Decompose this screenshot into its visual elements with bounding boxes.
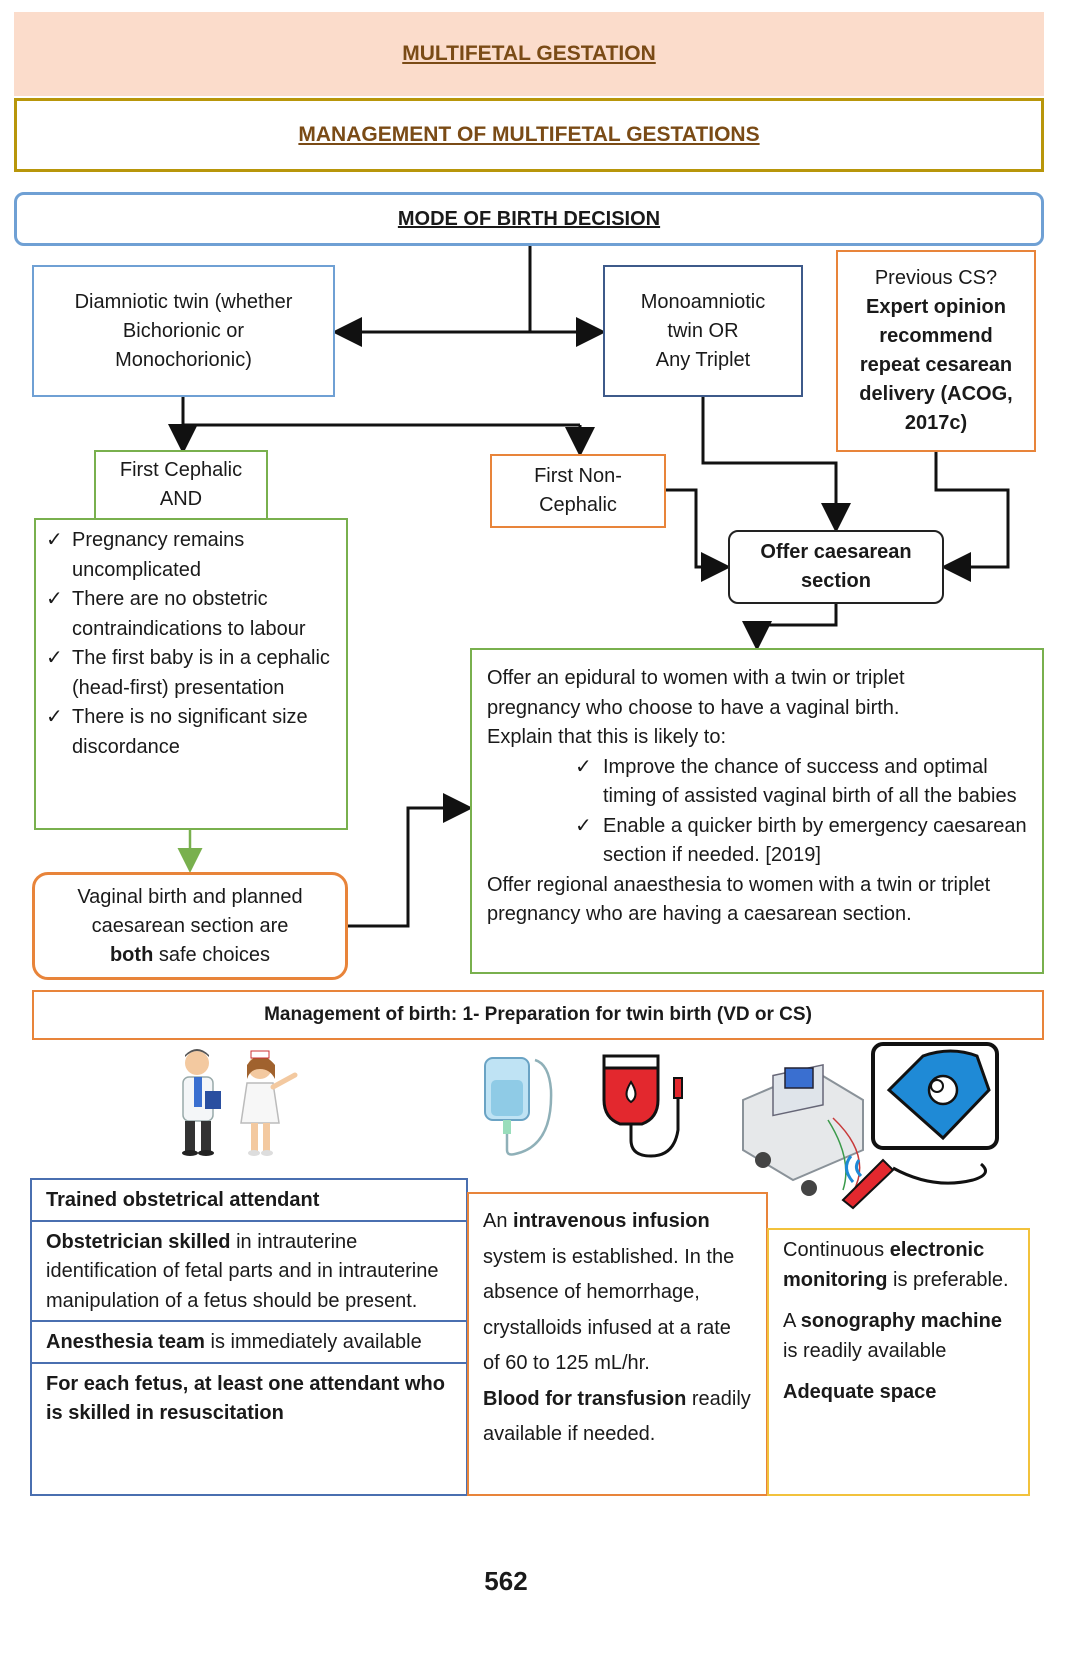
adequate-space: Adequate space [783, 1381, 937, 1403]
attendant-row: Anesthesia team is immediately available [32, 1322, 466, 1364]
blood-bag-icon [602, 1054, 683, 1158]
vaginal-safe-bold: both [109, 943, 154, 966]
list-item: ✓ There is no significant size discordan… [46, 703, 338, 762]
first-noncephalic-box: First Non- Cephalic [490, 454, 666, 528]
management-birth-title: Management of birth: 1- Preparation for … [264, 1004, 812, 1025]
check-icon: ✓ [575, 755, 592, 778]
criteria-text: The first baby is in a cephalic (head-fi… [72, 647, 330, 699]
sonography-bold: sonography machine [800, 1310, 1002, 1332]
diamniotic-line-3: Monochorionic) [115, 348, 252, 371]
epidural-intro-2: pregnancy who choose to have a vaginal b… [487, 696, 900, 719]
obstetrician-text: in intrauterine identification of fetal … [46, 1230, 439, 1312]
list-item: ✓ Pregnancy remains uncomplicated [46, 526, 338, 585]
vaginal-safe-line-2: caesarean section are [91, 914, 289, 937]
list-item: ✓ There are no obstetric contraindicatio… [46, 585, 338, 644]
epidural-intro-1: Offer an epidural to women with a twin o… [487, 667, 905, 689]
epidural-point: Improve the chance of success and optima… [603, 755, 1017, 808]
epidural-advice-box: Offer an epidural to women with a twin o… [470, 648, 1044, 974]
offer-caesarean-box: Offer caesarean section [728, 530, 944, 604]
list-item: ✓ Improve the chance of success and opti… [487, 753, 1028, 812]
previous-cs-line-5: 2017c) [904, 412, 968, 434]
blood-text: readily available if needed. [483, 1387, 751, 1446]
monitoring-prefix: Continuous [783, 1239, 890, 1261]
previous-cs-line-4: delivery (ACOG, [859, 383, 1013, 405]
anesthesia-text: is immediately available [204, 1331, 422, 1353]
previous-cs-line-3: repeat cesarean [859, 354, 1013, 376]
check-icon: ✓ [575, 814, 592, 837]
attendant-row: Trained obstetrical attendant [32, 1180, 466, 1222]
attendant-row: For each fetus, at least one attendant w… [46, 1372, 445, 1425]
epidural-point: Enable a quicker birth by emergency caes… [603, 814, 1027, 867]
sonography-paragraph: A sonography machine is readily availabl… [783, 1307, 1014, 1366]
first-cephalic-box: First Cephalic AND [94, 450, 268, 520]
check-icon: ✓ [46, 706, 63, 728]
list-item: ✓ Enable a quicker birth by emergency ca… [487, 812, 1028, 871]
monitoring-paragraph: Continuous electronic monitoring is pref… [783, 1236, 1014, 1295]
offer-cs-line-1: Offer caesarean [760, 541, 912, 563]
vaginal-birth-safe-box: Vaginal birth and planned caesarean sect… [32, 872, 348, 980]
infusion-box: An intravenous infusion system is establ… [467, 1192, 768, 1496]
epidural-outro: Offer regional anaesthesia to women with… [487, 873, 991, 926]
monitoring-text: is preferable. [887, 1268, 1009, 1291]
blood-bold: Blood for transfusion [483, 1387, 687, 1410]
sonography-text: is readily available [783, 1339, 947, 1362]
blood-paragraph: Blood for transfusion readily available … [483, 1382, 752, 1453]
management-birth-title-box: Management of birth: 1- Preparation for … [32, 990, 1044, 1040]
vaginal-safe-line-1: Vaginal birth and planned [77, 885, 303, 908]
mode-of-birth-box: MODE OF BIRTH DECISION [14, 192, 1044, 246]
section-title: MANAGEMENT OF MULTIFETAL GESTATIONS [298, 123, 760, 146]
criteria-text: There are no obstetric contraindications… [72, 588, 306, 640]
criteria-text: There is no significant size discordance [72, 706, 308, 758]
infusion-prefix: An [483, 1210, 514, 1232]
infusion-bold: intravenous infusion [513, 1210, 710, 1232]
monitoring-bold: electronic monitoring [783, 1239, 985, 1291]
attendants-box: Trained obstetrical attendant Obstetrici… [30, 1178, 468, 1496]
list-item: ✓ The first baby is in a cephalic (head-… [46, 644, 338, 703]
page-number: 562 [484, 1566, 528, 1596]
page-title: MULTIFETAL GESTATION [402, 42, 656, 65]
diamniotic-line-1: Diamniotic twin (whether [74, 290, 293, 313]
page-header: MULTIFETAL GESTATION [14, 12, 1044, 96]
sonography-prefix: A [783, 1310, 801, 1332]
previous-cs-question: Previous CS? [874, 267, 998, 289]
previous-cs-box: Previous CS? Expert opinion recommend re… [836, 250, 1036, 452]
check-icon: ✓ [46, 647, 63, 669]
monoamniotic-line-2: twin OR [667, 319, 739, 342]
monoamniotic-line-1: Monoamniotic [640, 290, 766, 313]
infusion-text: system is established. In the absence of… [483, 1245, 735, 1375]
attendant-row: Obstetrician skilled in intrauterine ide… [32, 1222, 466, 1322]
section-header: MANAGEMENT OF MULTIFETAL GESTATIONS [14, 98, 1044, 172]
criteria-text: Pregnancy remains uncomplicated [72, 529, 245, 581]
monoamniotic-box: Monoamniotic twin OR Any Triplet [603, 265, 803, 397]
infusion-paragraph: An intravenous infusion system is establ… [483, 1204, 752, 1382]
monoamniotic-line-3: Any Triplet [655, 348, 751, 371]
first-cephalic-line-1: First Cephalic [119, 459, 243, 481]
monitoring-box: Continuous electronic monitoring is pref… [767, 1228, 1030, 1496]
previous-cs-line-1: Expert opinion [865, 296, 1006, 318]
diamniotic-line-2: Bichorionic or [122, 319, 245, 342]
obstetrician-bold: Obstetrician skilled [46, 1230, 231, 1253]
cephalic-criteria-list: ✓ Pregnancy remains uncomplicated ✓ Ther… [34, 518, 348, 830]
first-noncephalic-line-1: First Non- [534, 465, 622, 487]
iv-bag-icon [484, 1057, 553, 1156]
mode-of-birth-title: MODE OF BIRTH DECISION [397, 207, 661, 230]
anesthesia-bold: Anesthesia team [46, 1331, 205, 1353]
epidural-intro-3: Explain that this is likely to: [487, 726, 726, 748]
check-icon: ✓ [46, 529, 63, 551]
first-noncephalic-line-2: Cephalic [539, 494, 617, 516]
previous-cs-line-2: recommend [879, 325, 993, 347]
offer-cs-line-2: section [800, 570, 871, 592]
check-icon: ✓ [46, 588, 63, 610]
diamniotic-twin-box: Diamniotic twin (whether Bichorionic or … [32, 265, 335, 397]
doctor-and-nurse-icon [182, 1049, 298, 1156]
vaginal-safe-rest: safe choices [153, 943, 271, 966]
ultrasound-machine-icon [742, 1042, 999, 1210]
first-cephalic-line-2: AND [159, 488, 203, 510]
